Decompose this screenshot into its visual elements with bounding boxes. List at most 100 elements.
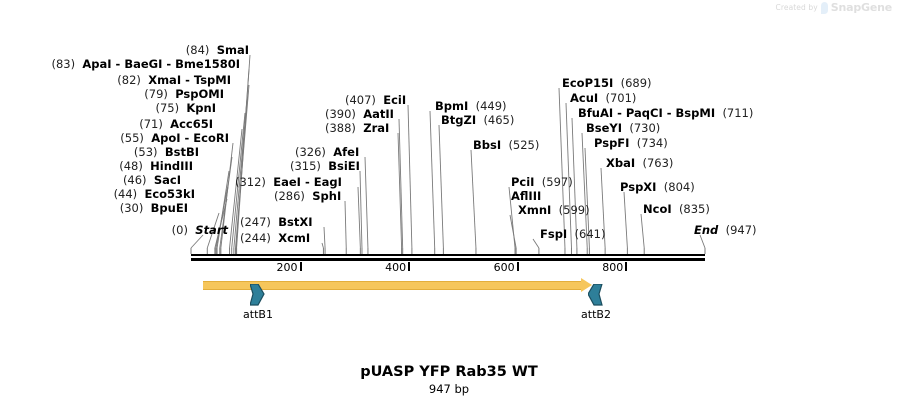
- enzyme-site-label[interactable]: BpmI (449): [435, 100, 507, 112]
- enzyme-site-label[interactable]: EcoP15I (689): [562, 77, 652, 89]
- enzyme-site-label[interactable]: NcoI (835): [643, 203, 710, 215]
- enzyme-site-label[interactable]: (388) ZraI: [325, 122, 389, 134]
- enzyme-site-label[interactable]: (0) Start: [0, 224, 228, 236]
- enzyme-site-label[interactable]: (82) XmaI - TspMI: [0, 74, 231, 86]
- enzyme-site-label[interactable]: (390) AatII: [325, 108, 394, 120]
- enzyme-site-label[interactable]: (71) Acc65I: [0, 118, 213, 130]
- enzyme-name: ZraI: [363, 121, 390, 135]
- leader-line: [623, 191, 628, 249]
- enzyme-name: ApaI: [82, 57, 112, 71]
- leader-line: [397, 132, 403, 249]
- cut-position: (835): [678, 202, 710, 216]
- enzyme-site-label[interactable]: BseYI (730): [586, 122, 660, 134]
- enzyme-site-label[interactable]: AflIII: [511, 190, 541, 202]
- ruler-tick-label-400: 400: [385, 261, 407, 274]
- cut-position: (46): [122, 173, 147, 187]
- enzyme-site-label[interactable]: (75) KpnI: [0, 102, 216, 114]
- ruler-tick: [408, 262, 411, 271]
- enzyme-name: PspXI: [620, 180, 657, 194]
- enzyme-name: Eco53kI: [144, 187, 195, 201]
- enzyme-site-label[interactable]: FspI (641): [540, 228, 605, 240]
- cut-position: (465): [483, 113, 515, 127]
- cut-position: (286): [274, 189, 305, 203]
- enzyme-site-label[interactable]: BtgZI (465): [441, 114, 514, 126]
- enzyme-site-label[interactable]: (247) BstXI: [240, 216, 313, 228]
- enzyme-site-label[interactable]: End (947): [694, 224, 757, 236]
- enzyme-site-label[interactable]: BbsI (525): [473, 139, 539, 151]
- feature-arrow-attB2[interactable]: [588, 284, 603, 306]
- enzyme-name: BstBI: [164, 145, 199, 159]
- enzyme-name: Bme1580I: [175, 57, 240, 71]
- enzyme-name: AfeI: [333, 145, 360, 159]
- enzyme-site-label[interactable]: (286) SphI: [274, 190, 341, 202]
- cut-position: (390): [325, 107, 356, 121]
- enzyme-name: PaqCI: [625, 106, 663, 120]
- enzyme-site-label[interactable]: (83) ApaI - BaeGI - Bme1580I: [0, 58, 240, 70]
- enzyme-name: HindIII: [150, 159, 193, 173]
- enzyme-site-label[interactable]: (53) BstBI: [0, 146, 199, 158]
- enzyme-site-label[interactable]: PspFI (734): [594, 137, 668, 149]
- enzyme-site-label[interactable]: (30) BpuEI: [0, 202, 188, 214]
- enzyme-name: EcoRI: [193, 131, 229, 145]
- enzyme-site-label[interactable]: XbaI (763): [606, 157, 673, 169]
- enzyme-name: Acc65I: [170, 117, 213, 131]
- cut-position: (71): [139, 117, 163, 131]
- cut-position: (525): [508, 138, 540, 152]
- enzyme-site-label[interactable]: PciI (597): [511, 176, 573, 188]
- leader-line: [357, 186, 361, 249]
- leader-line: [532, 238, 540, 249]
- cut-position: (30): [119, 201, 144, 215]
- ruler-tick-label-200: 200: [276, 261, 298, 274]
- enzyme-site-label[interactable]: (84) SmaI: [0, 44, 249, 56]
- cut-position: (315): [290, 159, 321, 173]
- cut-position: (0): [171, 223, 188, 237]
- enzyme-site-label[interactable]: XmnI (599): [518, 204, 590, 216]
- enzyme-name: BfuAI: [578, 106, 614, 120]
- cut-position: (79): [144, 87, 168, 101]
- enzyme-site-label[interactable]: (407) EciI: [345, 94, 406, 106]
- enzyme-site-label[interactable]: (326) AfeI: [295, 146, 359, 158]
- enzyme-site-label[interactable]: BfuAI - PaqCI - BspMI (711): [578, 107, 753, 119]
- cut-position: (312): [235, 175, 266, 189]
- enzyme-site-label[interactable]: (48) HindIII: [0, 160, 193, 172]
- enzyme-site-label[interactable]: AcuI (701): [570, 92, 636, 104]
- feature-arrow-attB1[interactable]: [250, 284, 265, 306]
- enzyme-site-label[interactable]: (44) Eco53kI: [0, 188, 195, 200]
- enzyme-site-label[interactable]: (244) XcmI: [240, 232, 310, 244]
- enzyme-name: EagI: [313, 175, 342, 189]
- ruler-tick: [625, 262, 628, 271]
- name-separator: -: [613, 106, 626, 120]
- enzyme-site-label[interactable]: (46) SacI: [0, 174, 181, 186]
- orf-arrow-head: [581, 278, 592, 292]
- orf-arrow-body[interactable]: [203, 281, 582, 290]
- enzyme-name: ApoI: [151, 131, 181, 145]
- cut-position: (407): [345, 93, 376, 107]
- enzyme-name: BstXI: [278, 215, 313, 229]
- enzyme-name: SphI: [312, 189, 342, 203]
- leader-line: [398, 118, 404, 249]
- enzyme-name: XmaI: [148, 73, 182, 87]
- enzyme-name: KpnI: [186, 101, 216, 115]
- name-separator: -: [162, 57, 176, 71]
- cut-position: (711): [722, 106, 754, 120]
- enzyme-site-label[interactable]: PspXI (804): [620, 181, 695, 193]
- enzyme-name: EcoP15I: [562, 76, 614, 90]
- enzyme-name: BpmI: [435, 99, 469, 113]
- enzyme-site-label[interactable]: (79) PspOMI: [0, 88, 224, 100]
- snapgene-watermark: Created by SnapGene: [776, 1, 893, 14]
- cut-position: (763): [642, 156, 674, 170]
- name-separator: -: [300, 175, 314, 189]
- enzyme-site-label[interactable]: (315) BsiEI: [290, 160, 360, 172]
- leader-line: [323, 226, 326, 249]
- watermark-created-by-label: Created by: [775, 3, 818, 12]
- leader-line: [509, 214, 517, 249]
- enzyme-site-label[interactable]: (312) EaeI - EagI: [235, 176, 342, 188]
- snapgene-logo-icon: [820, 1, 828, 14]
- enzyme-name: AcuI: [570, 91, 599, 105]
- cut-position: (701): [605, 91, 637, 105]
- cut-position: (83): [51, 57, 76, 71]
- cut-position: (730): [629, 121, 661, 135]
- ruler-tick-label-800: 800: [602, 261, 624, 274]
- leader-line: [640, 213, 645, 249]
- enzyme-site-label[interactable]: (55) ApoI - EcoRI: [0, 132, 229, 144]
